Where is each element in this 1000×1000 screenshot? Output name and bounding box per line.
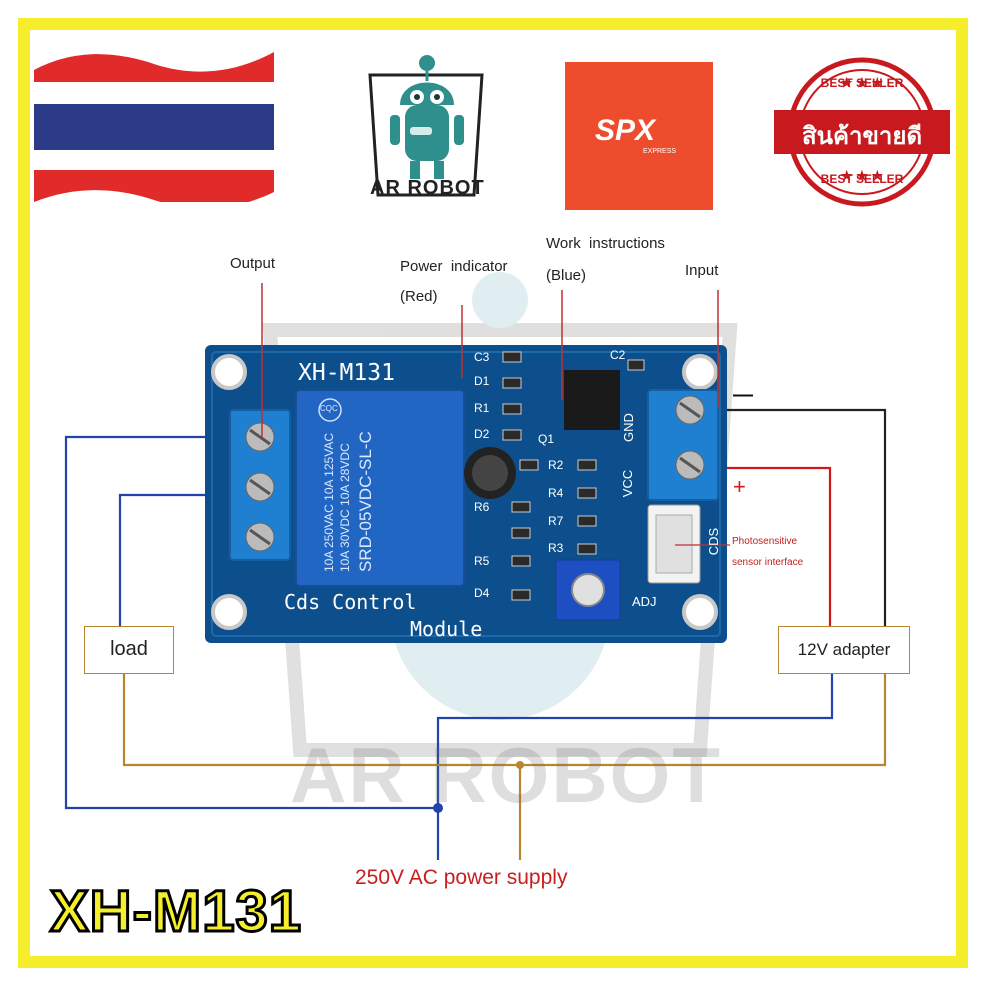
svg-text:★ ★ ★: ★ ★ ★ <box>841 168 884 183</box>
spx-logo: SPX EXPRESS <box>565 62 713 210</box>
label-power-supply: 250V AC power supply <box>355 866 568 889</box>
comp-r6: R6 <box>474 500 490 514</box>
relay-markings: 10A 250VAC 10A 125VAC 10A 30VDC 10A 28VD… <box>322 392 442 572</box>
watermark-text: AR ROBOT <box>290 731 722 819</box>
spx-logo-subtext: EXPRESS <box>643 148 677 155</box>
svg-text:★ ★ ★: ★ ★ ★ <box>841 75 884 90</box>
load-label: load <box>110 638 148 660</box>
comp-c2: C2 <box>610 348 626 362</box>
ar-robot-logo: AR ROBOT <box>350 45 500 210</box>
comp-q1: Q1 <box>538 432 555 446</box>
spx-logo-text: SPX <box>595 114 656 147</box>
ic-chip <box>564 370 620 430</box>
best-seller-seal: ★ ★ ★ ★ ★ ★ BEST SELLER สินค้าขายดี BEST… <box>772 52 952 212</box>
product-title: XH-M131 <box>49 878 303 946</box>
label-minus: — <box>733 384 753 406</box>
adapter-label: 12V adapter <box>797 640 891 659</box>
black-wire <box>700 408 887 628</box>
seal-bottom-text: BEST SELLER <box>820 172 904 186</box>
label-work-instructions-color: (Blue) <box>546 267 587 284</box>
board-footer-line1: Cds Control <box>284 590 417 614</box>
label-input: Input <box>685 262 719 279</box>
load-box: load <box>84 626 174 674</box>
board-footer-line2: Module <box>410 617 483 641</box>
label-work-instructions: Work instructions <box>546 235 665 252</box>
logo-text: AR ROBOT <box>370 177 485 199</box>
label-sensor-line2: sensor interface <box>732 557 804 568</box>
label-plus: + <box>733 474 746 499</box>
smd-components <box>502 351 645 601</box>
comp-d4: D4 <box>474 586 490 600</box>
red-wire <box>700 466 832 628</box>
comp-r4: R4 <box>548 486 564 500</box>
board-name: XH-M131 <box>298 360 395 386</box>
adapter-box: 12V adapter <box>778 626 910 674</box>
comp-r3: R3 <box>548 541 564 555</box>
pin-vcc: VCC <box>620 469 636 498</box>
comp-r7: R7 <box>548 514 564 528</box>
brown-wires <box>122 672 887 860</box>
thai-flag-icon <box>32 42 277 202</box>
relay <box>295 389 465 587</box>
pin-cds: CDS <box>706 527 722 556</box>
comp-d2: D2 <box>474 427 490 441</box>
yellow-frame <box>18 18 968 968</box>
seal-top-text: BEST SELLER <box>820 76 904 90</box>
relay-badge: CQC <box>320 404 338 413</box>
comp-d1: D1 <box>474 374 490 388</box>
pin-gnd: GND <box>620 413 636 442</box>
relay-text-1: 10A 250VAC 10A 125VAC <box>322 433 336 572</box>
pin-adj: ADJ <box>632 594 657 609</box>
comp-c3: C3 <box>474 350 490 364</box>
label-sensor-line1: Photosensitive <box>732 536 798 547</box>
label-output: Output <box>230 255 276 272</box>
label-power-indicator: Power indicator <box>400 258 508 275</box>
relay-text-3: SRD-05VDC-SL-C <box>356 431 375 572</box>
comp-r2: R2 <box>548 458 564 472</box>
comp-r1: R1 <box>474 401 490 415</box>
label-power-indicator-color: (Red) <box>400 288 438 305</box>
relay-text-2: 10A 30VDC 10A 28VDC <box>338 443 352 572</box>
comp-r5: R5 <box>474 554 490 568</box>
seal-center-text: สินค้าขายดี <box>801 123 923 150</box>
